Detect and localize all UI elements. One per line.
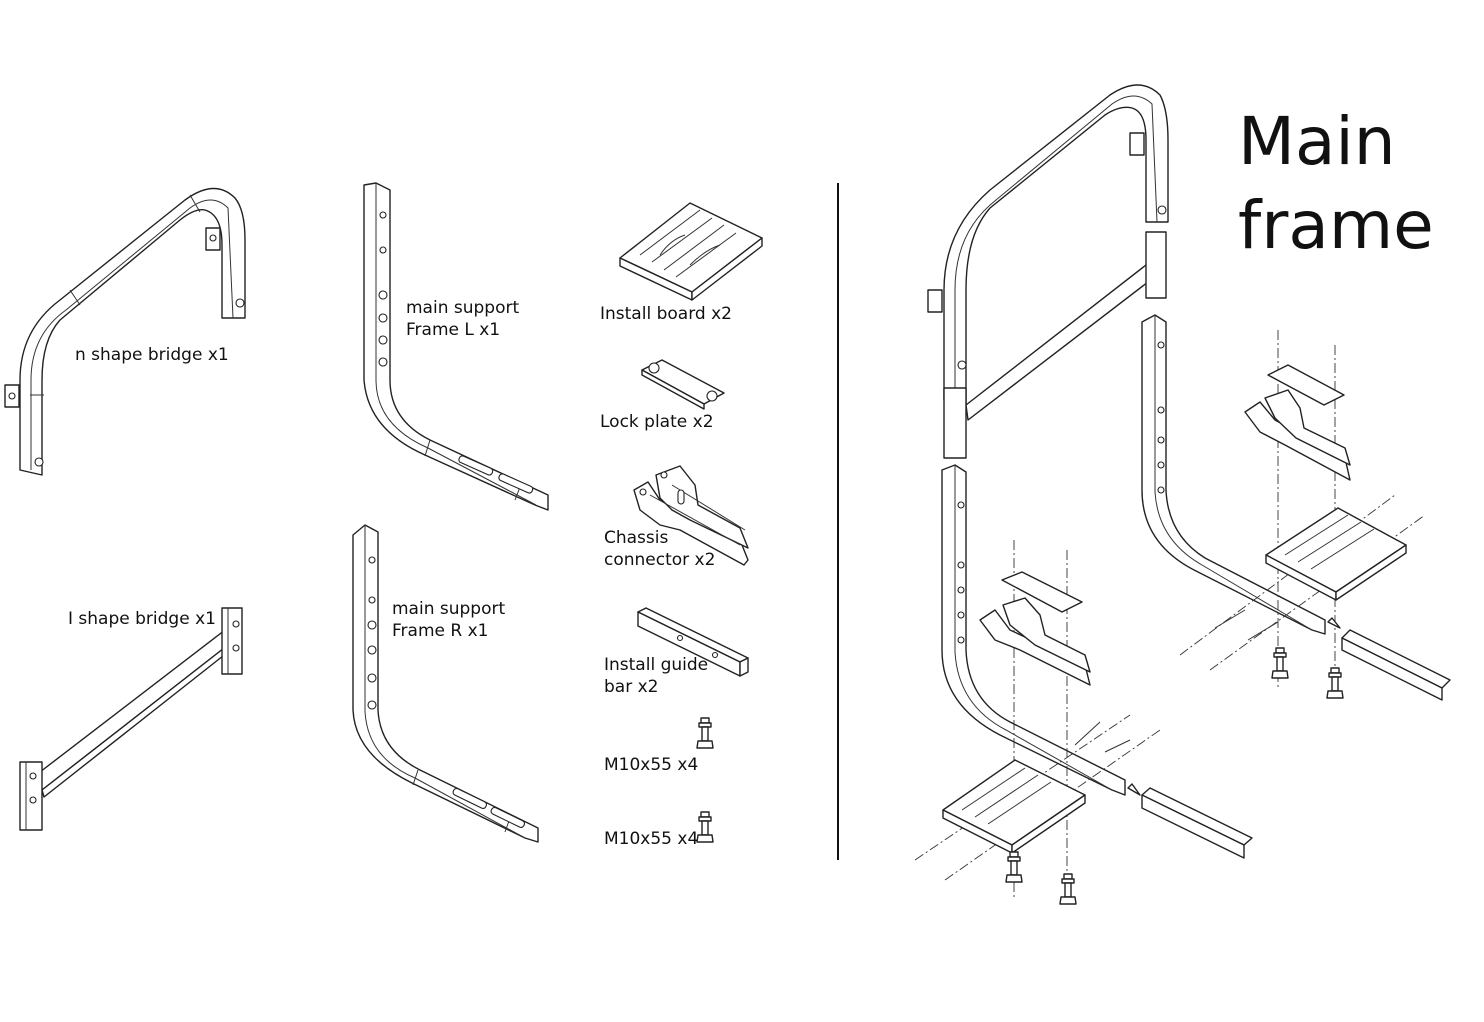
bolt-a-drawing — [696, 717, 714, 749]
bolt-b-label: M10x55 x4 — [604, 829, 699, 849]
n-shape-bridge-label: n shape bridge x1 — [75, 345, 229, 365]
lock-plate-drawing — [641, 359, 725, 410]
frame-l-label: main support Frame L x1 — [406, 298, 520, 340]
install-guide-bar-label: Install guide bar x2 — [604, 655, 709, 697]
main-frame-assembly-drawing — [914, 84, 1451, 905]
page-title: Main frame — [1238, 103, 1434, 264]
i-shape-bridge-label: I shape bridge x1 — [68, 609, 216, 629]
install-board-label: Install board x2 — [600, 304, 732, 324]
install-board-drawing — [619, 202, 763, 301]
frame-r-drawing — [352, 524, 539, 843]
i-shape-bridge-drawing — [19, 607, 243, 831]
chassis-connector-label: Chassis connector x2 — [604, 528, 716, 570]
lock-plate-label: Lock plate x2 — [600, 412, 714, 432]
chassis-connector-drawing — [633, 465, 749, 566]
n-shape-bridge-drawing — [4, 187, 246, 476]
frame-r-label: main support Frame R x1 — [392, 599, 506, 641]
install-guide-bar-drawing — [637, 607, 749, 677]
bolt-a-label: M10x55 x4 — [604, 755, 699, 775]
frame-l-drawing — [363, 182, 549, 511]
bolt-b-drawing — [696, 811, 714, 843]
